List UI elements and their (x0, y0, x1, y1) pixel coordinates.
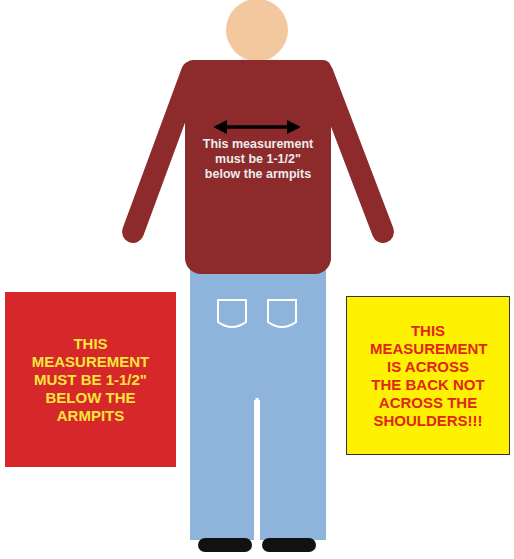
back-pocket (218, 300, 246, 327)
head (226, 0, 288, 61)
node-text: This measurement must be 1-1/2" below th… (202, 137, 314, 182)
sweater-body: This measurement must be 1-1/2" below th… (185, 60, 331, 274)
node-text: THIS MEASUREMENT MUST BE 1-1/2" BELOW TH… (29, 335, 153, 425)
leg-gap (256, 398, 259, 540)
jeans (190, 266, 326, 540)
back-pocket (268, 300, 296, 327)
node-text: THIS MEASUREMENT IS ACROSS THE BACK NOT … (370, 322, 486, 430)
dimension-arrow (216, 125, 298, 129)
left-shoe (198, 538, 252, 552)
note-box: THIS MEASUREMENT MUST BE 1-1/2" BELOW TH… (5, 292, 176, 467)
right-sleeve (322, 72, 383, 232)
right-shoe (262, 538, 316, 552)
note-box: THIS MEASUREMENT IS ACROSS THE BACK NOT … (346, 296, 510, 455)
left-sleeve (133, 72, 192, 232)
